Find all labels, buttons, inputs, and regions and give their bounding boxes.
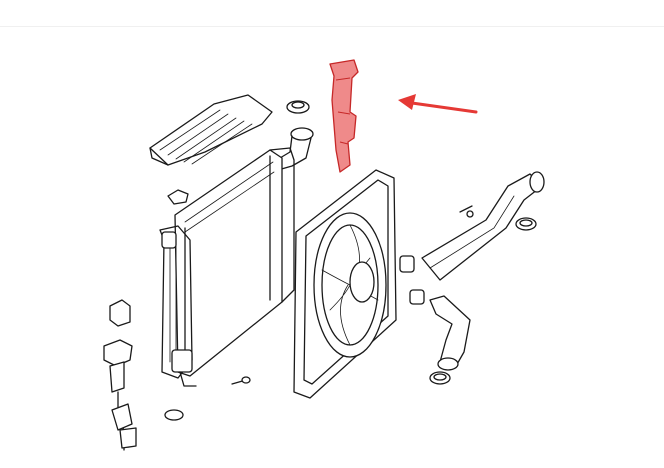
- bolt: [231, 376, 251, 385]
- hose-clamp-bottom: [429, 371, 451, 385]
- red-arrow-icon: [398, 94, 478, 114]
- cooling-fan: [313, 212, 387, 358]
- top-bar: [0, 0, 664, 27]
- upper-air-baffle: [149, 94, 273, 166]
- radiator-top-bracket: [167, 189, 189, 205]
- radiator-core: [159, 147, 295, 387]
- clamp-left-hose: [409, 289, 425, 305]
- cap-part: [286, 100, 310, 114]
- clamp-mid: [399, 255, 415, 273]
- lower-hose: [429, 295, 471, 371]
- hose-clamp-top-right: [515, 217, 537, 231]
- highlighted-deflector-bracket: [329, 59, 359, 173]
- sensor-small: [459, 205, 474, 218]
- bottom-nut: [164, 409, 184, 421]
- left-sensor-assembly: [103, 299, 137, 451]
- upper-hose: [421, 171, 545, 281]
